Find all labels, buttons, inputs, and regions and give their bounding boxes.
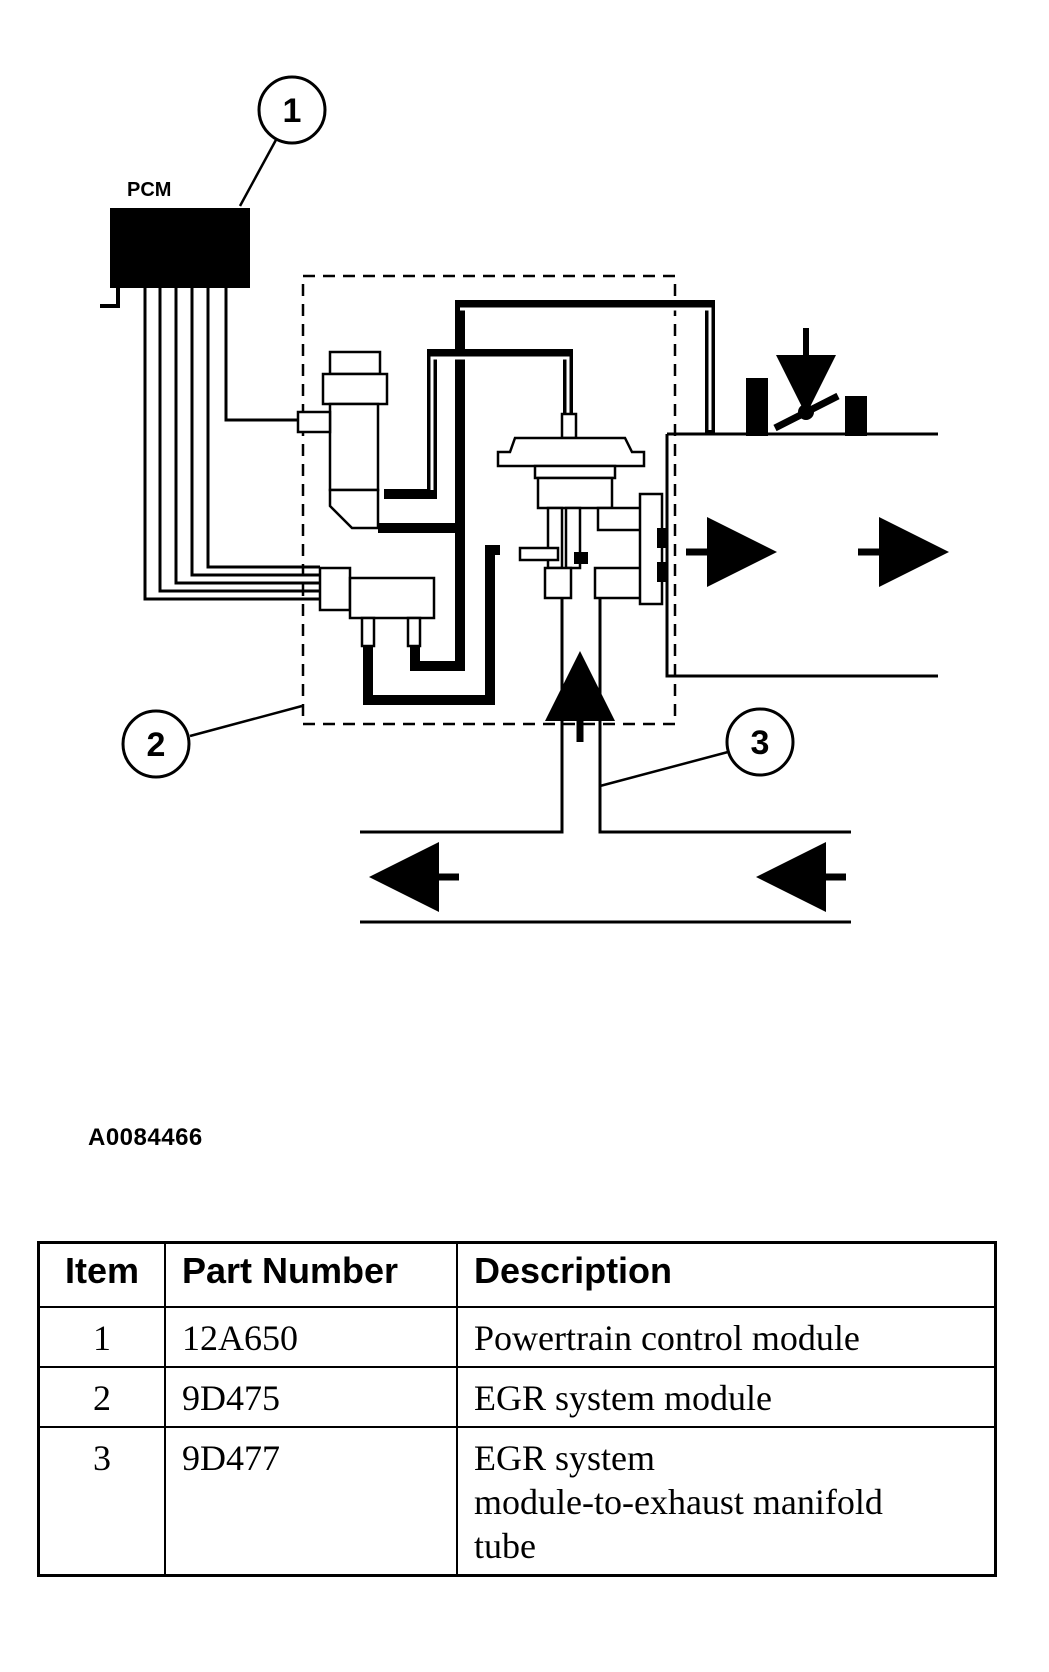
callout-2-leader — [189, 704, 303, 738]
description-line: tube — [474, 1526, 536, 1566]
callout-1-leader — [238, 137, 279, 207]
throttle-shaft — [798, 404, 814, 420]
pressure-port-1 — [657, 528, 667, 548]
throttle-body — [746, 378, 867, 436]
item-number: 3 — [37, 1426, 166, 1577]
pcm-label: PCM — [127, 179, 171, 201]
callout-3-leader — [599, 750, 729, 788]
description: EGR system module-to-exhaust manifold tu… — [456, 1426, 997, 1577]
hose-inner-lines — [430, 307, 712, 490]
figure-id: A0084466 — [88, 1124, 203, 1151]
part-number: 9D475 — [164, 1366, 458, 1428]
header-description: Description — [456, 1241, 997, 1308]
egr-system-diagram: PCM 1 2 — [100, 75, 949, 924]
table-row: 1 12A650 Powertrain control module — [37, 1306, 997, 1368]
table-row: 3 9D477 EGR system module-to-exhaust man… — [37, 1426, 997, 1577]
parts-table: Item Part Number Description 1 12A650 Po… — [37, 1241, 997, 1577]
intake-manifold — [665, 432, 938, 678]
item-number: 2 — [37, 1366, 166, 1428]
description-line: EGR system — [474, 1438, 656, 1478]
vacuum-regulator-solenoid — [296, 350, 389, 530]
description-line: module-to-exhaust manifold — [474, 1482, 883, 1522]
description: EGR system module — [456, 1366, 997, 1428]
callout-2-number: 2 — [147, 726, 166, 764]
egr-valve-seal — [574, 552, 588, 564]
egr-module-boundary — [301, 274, 677, 726]
description: Powertrain control module — [456, 1306, 997, 1368]
callout-2-circle — [121, 709, 191, 779]
description-line: EGR system module — [474, 1378, 772, 1418]
table-header-row: Item Part Number Description — [37, 1241, 997, 1308]
description-line: Powertrain control module — [474, 1318, 860, 1358]
item-number: 1 — [37, 1306, 166, 1368]
dpfe-sensor — [318, 566, 436, 648]
pcm-bracket — [100, 288, 120, 308]
pcm-module — [110, 208, 250, 288]
callout-3-circle — [725, 707, 795, 777]
part-number: 12A650 — [164, 1306, 458, 1368]
header-item: Item — [37, 1241, 166, 1308]
callout-3-number: 3 — [751, 724, 770, 762]
part-number: 9D477 — [164, 1426, 458, 1577]
callout-1-number: 1 — [283, 92, 302, 130]
header-part-number: Part Number — [164, 1241, 458, 1308]
pressure-port-2 — [657, 562, 667, 582]
egr-valve — [496, 412, 664, 606]
pcm-wires — [143, 288, 320, 601]
table-row: 2 9D475 EGR system module — [37, 1366, 997, 1428]
callout-1-circle — [257, 75, 327, 145]
